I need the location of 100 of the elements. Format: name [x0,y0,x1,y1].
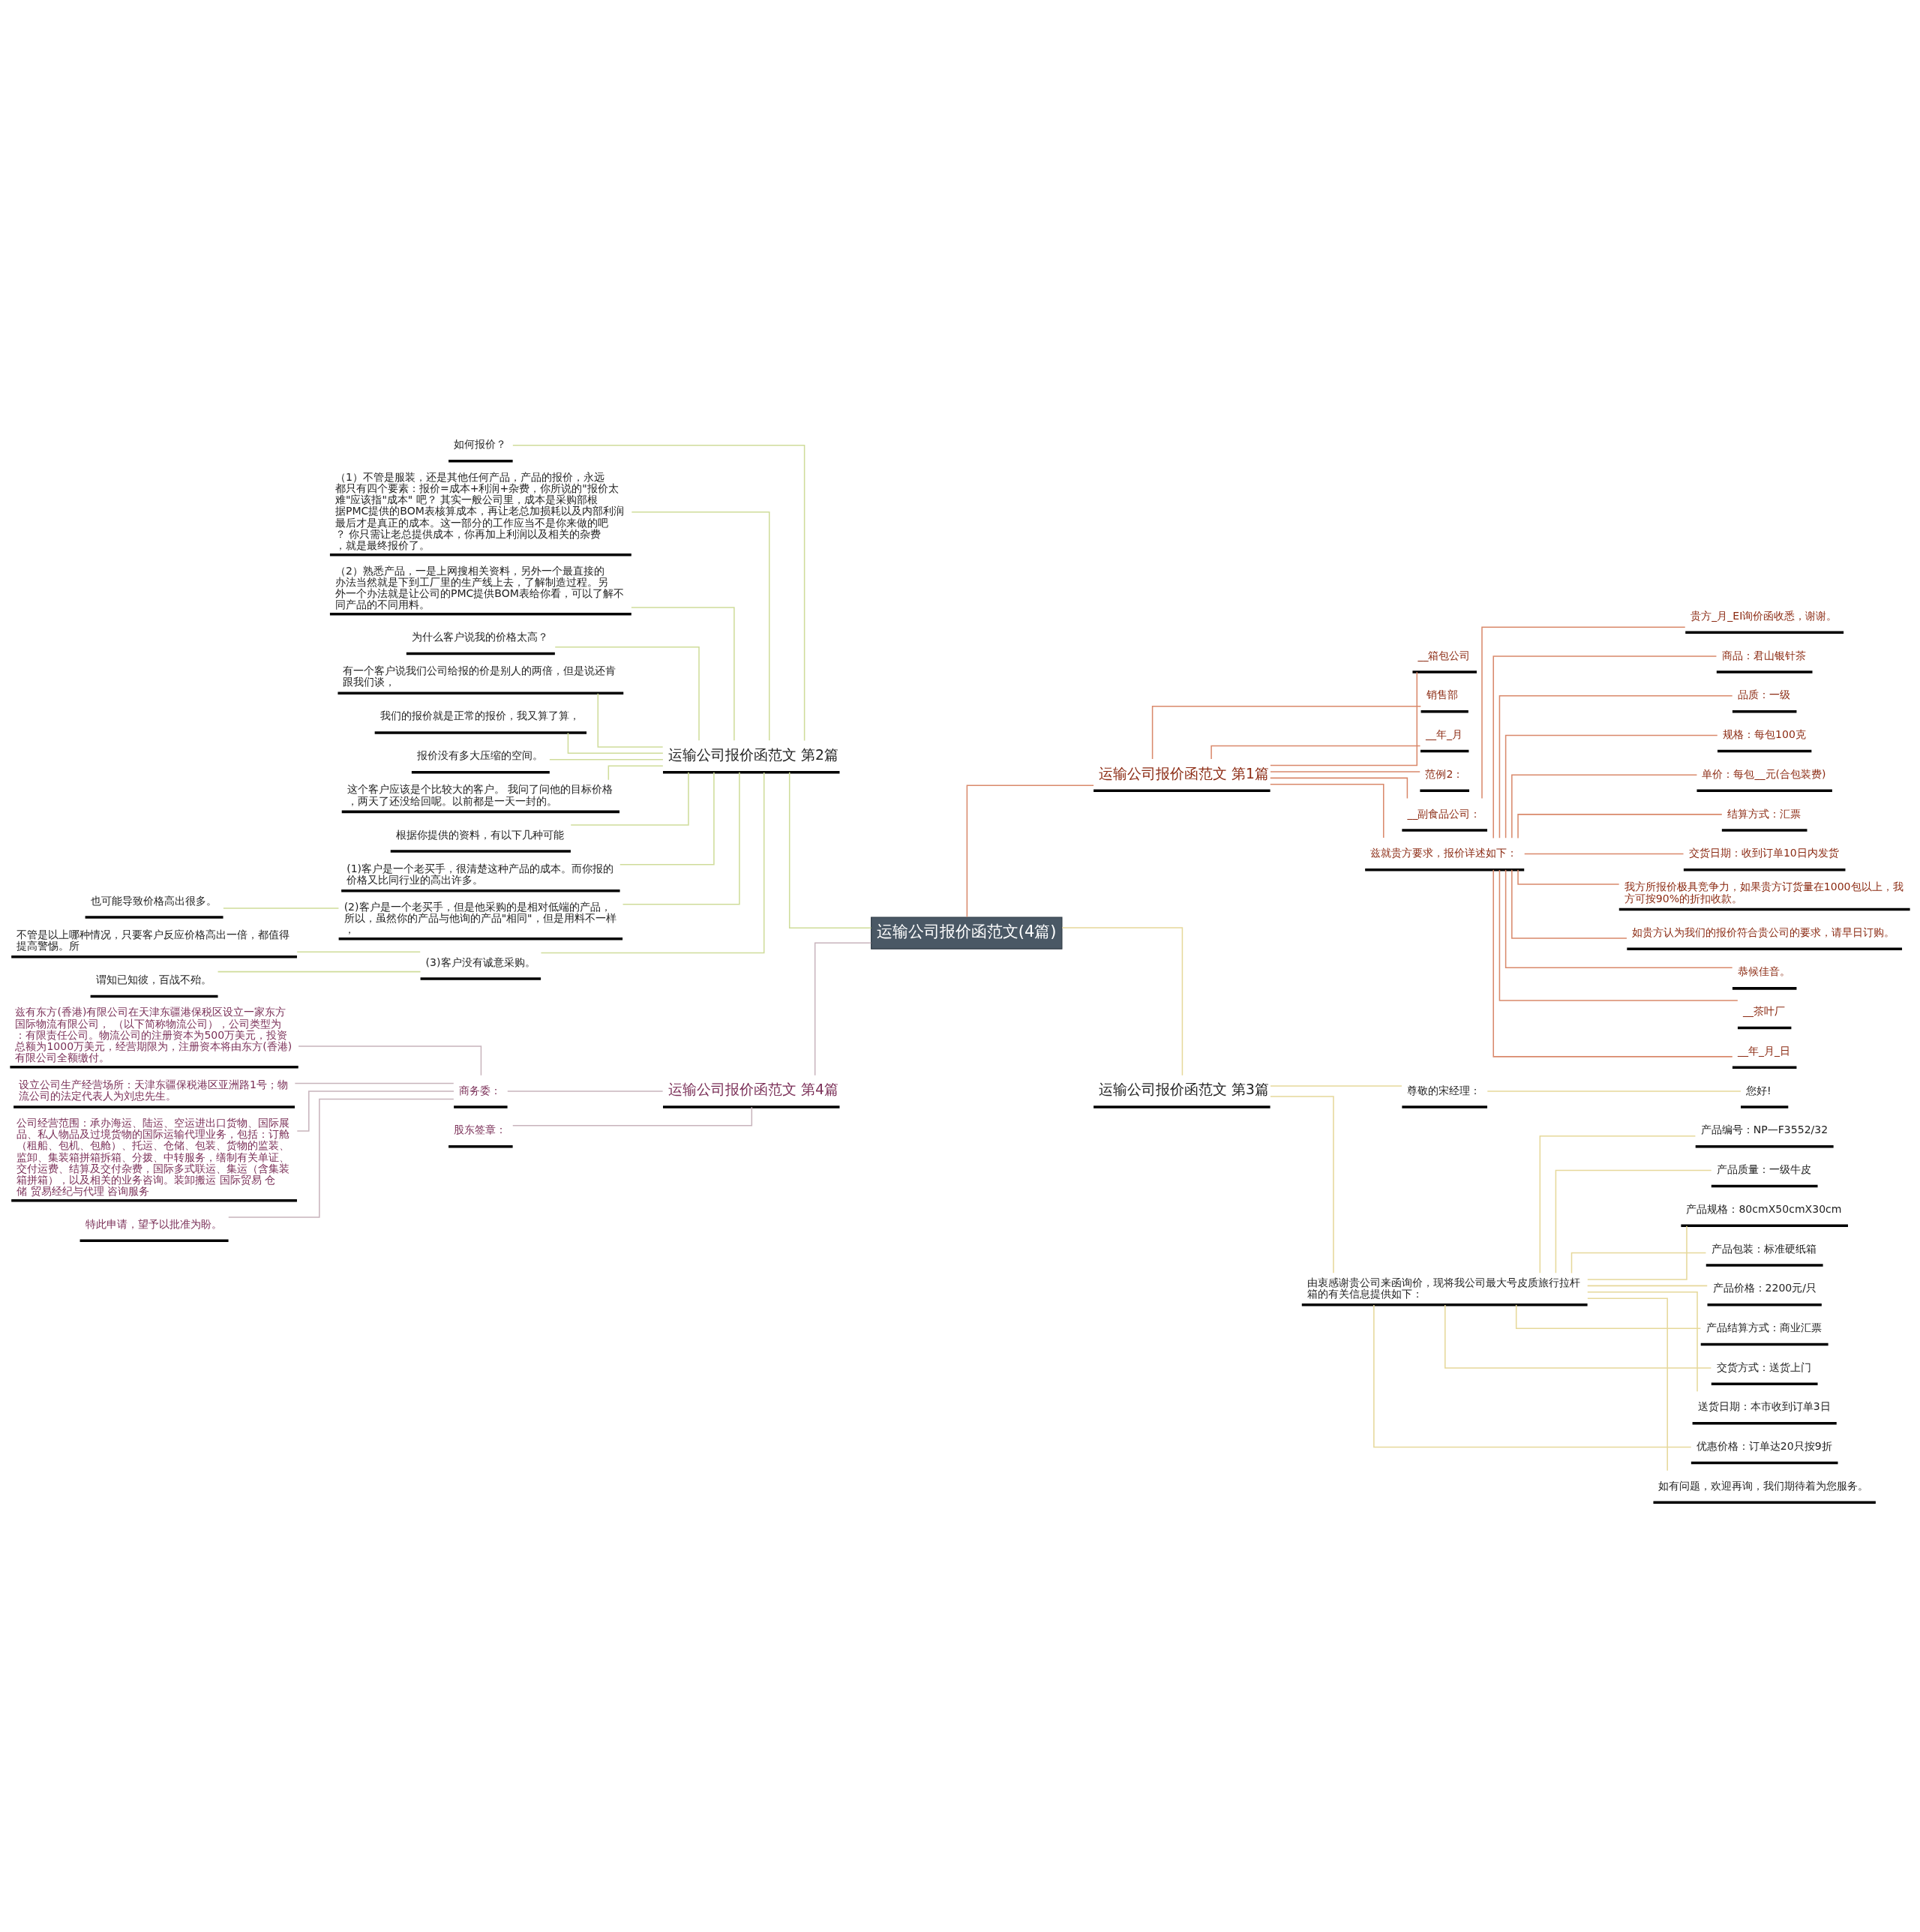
connector [1061,927,1184,1076]
connector [1373,1304,1692,1448]
node-text: __箱包公司 [1418,649,1471,662]
node-text: 运输公司报价函范文 第3篇 [1099,1082,1269,1098]
connector [228,1098,454,1218]
connector [1270,1096,1334,1274]
node-text: 不管是以上哪种情况，只要客户反应价格高出一倍，都值得提高警惕。所 [16,928,290,952]
connector [1270,1085,1402,1087]
connector [512,445,806,742]
connector [814,942,872,1076]
connector [296,1090,454,1132]
node-text: __茶叶厂 [1742,1005,1786,1018]
connector [1270,771,1420,772]
connector [1511,774,1698,839]
connector [1492,656,1718,839]
node-text: __年_月_日 [1737,1044,1791,1057]
connector [1444,1304,1712,1369]
node-text: 如何报价？ [454,438,507,451]
connector [622,771,740,905]
node-text: (3)客户没有诚意采购。 [425,956,536,968]
connector [1523,853,1684,855]
node-text: 运输公司报价函范文 第4篇 [668,1082,838,1098]
node-text: 送货日期：本市收到订单3日 [1697,1400,1831,1413]
connector [507,1090,664,1092]
node-text: 规格：每包100克 [1723,728,1806,741]
node-text: 运输公司报价函范文 第1篇 [1099,765,1269,782]
node-text: 范例2： [1425,767,1464,780]
node-text: 产品规格：80cmX50cmX30cm [1686,1202,1842,1215]
connector [788,771,872,929]
connector [1517,869,1620,885]
connector [1504,734,1718,839]
connector [1586,1285,1708,1287]
node-text: 商务委： [459,1084,502,1096]
node-text: __年_月 [1425,728,1463,741]
connector [1515,1304,1702,1330]
node-text: 公司经营范围：承办海运、陆运、空运进出口货物、国际展品、私人物品及过境货物的国际运输代理业务，包括：订舱（租船、包机、包舱）、托运、仓储、包装、货物的监装、监卸、集装箱拼箱拆箱、分拨、中转服务，缮制有关单证、交付运费、结算及交付杂费，国际多式联运、集运（含集装箱拼箱），以及相关的业务咨询。装卸搬运 国际贸易 仓储 贸易经纪与代理 咨询服务 [16,1116,290,1198]
connector [1555,1169,1712,1274]
connector [1151,706,1422,760]
node-text: (1)客户是一个老买手，很清楚这种产品的成本。而你报的价格又比同行业的高出许多。 [346,862,614,886]
node-text: 设立公司生产经营场所：天津东疆保税港区亚洲路1号；物流公司的法定代表人为刘忠先生。 [19,1078,289,1102]
node-text: 恭候佳音。 [1737,965,1790,978]
connector [1539,1135,1696,1274]
node-text: 由衷感谢贵公司来函询价，现将我公司最大号皮质旅行拉杆箱的有关信息提供如下： [1306,1276,1580,1300]
connector [223,908,340,909]
connector [1210,745,1421,760]
connector [1270,784,1384,838]
node-text: 如贵方认为我们的报价符合贵公司的要求，请早日订购。 [1632,926,1895,938]
connector [1492,869,1733,1058]
connector [608,765,664,781]
node-text: 运输公司报价函范文 第2篇 [668,747,838,764]
node-text: 如有问题，欢迎再询，我们期待着为您服务。 [1658,1479,1869,1492]
node-text: 兹有东方(香港)有限公司在天津东疆港保税区设立一家东方国际物流有限公司， （以下简称物流公司），公司类型为：有限责任公司。物流公司的注册资本为500万美元，投资总额为1000万美元，经营期限为，注册资本将由东方(香港)有限公司全额缴付。 [15,1006,292,1064]
node-text: (2)客户是一个老买手，但是他采购的是相对低端的产品，所以，虽然你的产品与他询的产品"相同"，但是用料不一样， [344,900,616,936]
connector [631,512,770,741]
connector [1504,868,1733,969]
node-text: __副食品公司： [1407,807,1481,820]
node-text: 我们的报价就是正常的报价，我又算了算， [380,710,580,722]
connector [567,732,664,754]
node-text: 结算方式：汇票 [1726,807,1801,820]
node-text: 产品包装：标准硬纸箱 [1711,1242,1816,1255]
connector [1270,671,1418,766]
node-text: 优惠价格：订单达20只按9折 [1696,1440,1832,1453]
connector [1570,1252,1707,1274]
connector [296,951,421,952]
connector [631,607,735,742]
node-text: 产品价格：2200元/只 [1712,1282,1817,1294]
connector [298,1046,482,1076]
connector [554,646,700,742]
node-text: 产品编号：NP—F3552/32 [1700,1124,1828,1136]
node-text: 我方所报价极具竞争力，如果贵方订货量在1000包以上，我方可按90%的折扣收款。 [1624,880,1904,904]
connector [620,772,715,866]
node-text: 这个客户应该是个比较大的客户。 我问了问他的目标价格，两天了还没给回呢。以前都是一天一封的。 [346,783,614,807]
node-text: 交货方式：送货上门 [1716,1360,1811,1373]
node-text: 销售部 [1426,688,1458,701]
node-text: 特此申请，望予以批准为盼。 [85,1217,222,1230]
connector [1486,1090,1742,1092]
connector [549,759,664,760]
connector [570,772,689,826]
connector [597,692,664,748]
node-text: （1）不管是服装，还是其他任何产品，产品的报价，永远都只有四个要素：报价=成本+利润+杂费，你所说的"报价太难"应该指"成本" 吧？ 其实一般公司里，成本是采购部根据PMC提供的BOM表核算成本，再让老总加损耗以及内部利润最后才是真正的成本。这一部分的工作应当不是你来做的吧？ 你只需让老总提供成本，你再加上利润以及相关的杂费，就是最终报价了。 [334,470,624,552]
node-text: 有一个客户说我们公司给报的价是别人的两倍，但是说还肯跟我们谈， [343,664,616,688]
node-text: （2）熟悉产品，一是上网搜相关资料，另外一个最直接的办法当然就是下到工厂里的生产线上去，了解制造过程。另外一个办法就是让公司的PMC提供BOM表给你看，可以了解不同产品的不同用料。 [334,564,624,611]
connector [1270,777,1408,800]
connector [966,784,1094,918]
node-text: 为什么客户说我的价格太高？ [411,631,548,644]
node-text: 兹就贵方要求，报价详述如下： [1370,847,1518,860]
node-box: 运输公司报价函范文(4篇) [871,916,1063,950]
connector [1517,814,1723,839]
node-text: 根据你提供的资料，有以下几种可能 [395,828,564,841]
node-text: 报价没有多大压缩的空间。 [416,749,543,762]
node-text: 贵方_月_EI询价函收悉，谢谢。 [1690,609,1838,622]
node-text: 也可能导致价格高出很多。 [90,894,217,907]
connector [217,970,422,973]
connector [1587,1292,1698,1393]
node-text: 股东签章： [454,1124,507,1136]
node-text: 单价：每包__元(合包装费) [1702,767,1826,780]
node-text: 品质：一级 [1737,688,1790,701]
node-text: 交货日期：收到订单10日内发货 [1688,847,1839,860]
connector [540,772,765,954]
connector [1511,869,1628,939]
